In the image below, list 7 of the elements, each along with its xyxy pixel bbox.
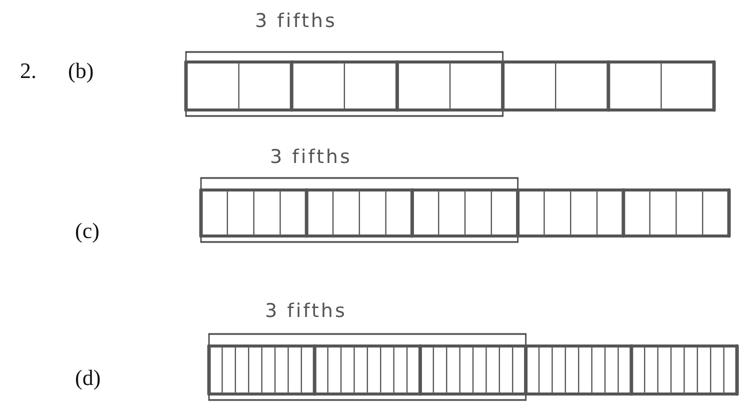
item-label: (b) [68, 60, 94, 82]
item-label: (d) [75, 367, 101, 389]
item-label: (c) [75, 220, 100, 242]
item-label: 2. [20, 60, 36, 82]
handwritten-note: 3 fifths [255, 12, 337, 31]
handwritten-note: 3 fifths [270, 148, 352, 167]
handwritten-note: 3 fifths [265, 302, 347, 321]
